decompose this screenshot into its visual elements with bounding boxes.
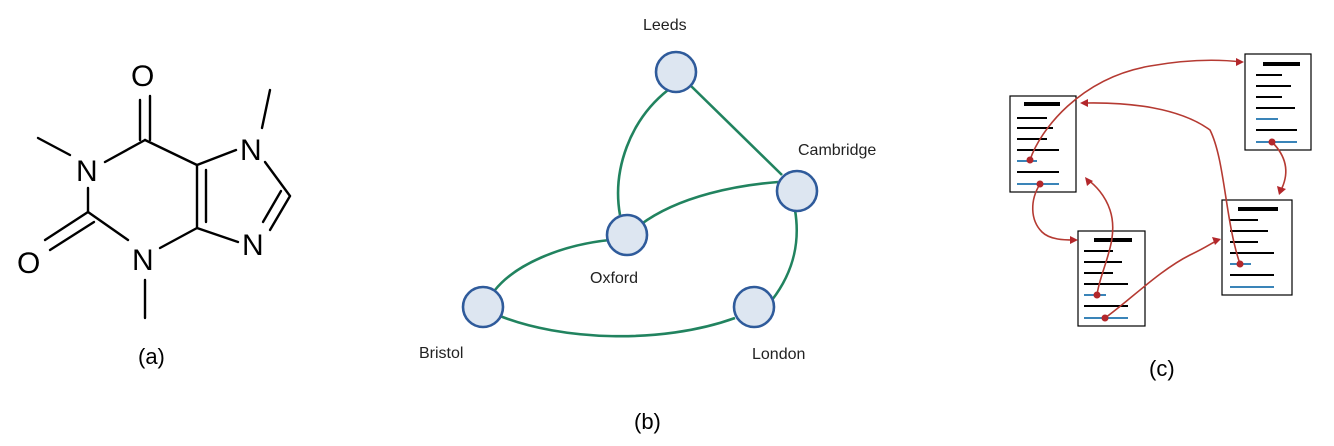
node-bristol bbox=[461, 285, 505, 329]
document-4-page bbox=[1221, 199, 1293, 296]
panel-a-molecule: O O N N N N (a) bbox=[17, 60, 292, 369]
hyperlinks bbox=[1026, 58, 1287, 322]
document-1 bbox=[1009, 95, 1077, 193]
node-cambridge bbox=[775, 169, 819, 213]
anchor-doc3-b bbox=[1101, 314, 1109, 322]
atom-oxygen-top: O bbox=[131, 60, 154, 93]
panel-b-caption: (b) bbox=[634, 409, 661, 434]
document-2-page bbox=[1244, 53, 1312, 151]
label-london: London bbox=[752, 346, 805, 363]
anchor-doc1-b bbox=[1036, 180, 1044, 188]
bond-c2-o-double bbox=[48, 220, 96, 252]
document-3-page bbox=[1077, 230, 1146, 327]
link-doc1-to-doc2 bbox=[1029, 59, 1243, 161]
panel-a-caption: (a) bbox=[138, 344, 165, 369]
edge-oxford-cambridge bbox=[639, 180, 779, 227]
document-4 bbox=[1221, 199, 1293, 296]
edge-oxford-bristol bbox=[493, 238, 611, 291]
label-bristol: Bristol bbox=[419, 345, 463, 362]
panel-b-graph: Leeds Cambridge Oxford Bristol London (b… bbox=[419, 17, 876, 434]
bond-c5-n7 bbox=[195, 148, 238, 167]
edge-bristol-london bbox=[499, 314, 736, 338]
link-doc3-to-doc1 bbox=[1087, 179, 1114, 296]
document-2 bbox=[1244, 53, 1312, 151]
link-doc3-to-doc4 bbox=[1104, 239, 1219, 319]
bond-n7-methyl bbox=[260, 88, 272, 130]
panel-c-caption: (c) bbox=[1149, 356, 1175, 381]
link-doc3-to-doc1-arrowhead bbox=[1085, 177, 1093, 186]
anchor-doc4 bbox=[1236, 260, 1244, 268]
bond-c6-c5 bbox=[143, 138, 199, 167]
label-oxford: Oxford bbox=[590, 270, 638, 287]
atom-nitrogen-9: N bbox=[242, 229, 264, 262]
node-leeds bbox=[654, 50, 698, 94]
bond-n1-methyl bbox=[36, 136, 72, 157]
link-doc2-to-doc4 bbox=[1271, 141, 1287, 189]
edge-leeds-cambridge bbox=[689, 84, 783, 176]
node-london bbox=[732, 285, 776, 329]
document-3 bbox=[1077, 230, 1146, 327]
link-doc1-to-doc3 bbox=[1031, 183, 1075, 241]
link-doc4-to-doc1-arrowhead bbox=[1080, 99, 1088, 107]
atom-nitrogen-7: N bbox=[240, 134, 262, 167]
anchor-doc1-a bbox=[1026, 156, 1034, 164]
anchor-doc2 bbox=[1268, 138, 1276, 146]
link-doc2-to-doc4-arrowhead bbox=[1277, 186, 1286, 195]
edge-london-cambridge bbox=[770, 209, 799, 301]
bond-c2-n3 bbox=[86, 210, 130, 242]
atom-oxygen-left: O bbox=[17, 247, 40, 280]
panel-c-documents: (c) bbox=[1009, 53, 1312, 381]
bond-c2-o bbox=[43, 210, 90, 242]
edge-leeds-oxford bbox=[616, 88, 669, 216]
bond-c8-n9-double bbox=[261, 189, 283, 224]
bond-c4-n9 bbox=[195, 226, 240, 244]
anchor-doc3-a bbox=[1093, 291, 1101, 299]
label-leeds: Leeds bbox=[643, 17, 687, 34]
atom-nitrogen-1: N bbox=[76, 155, 98, 188]
atom-nitrogen-3: N bbox=[132, 244, 154, 277]
link-doc1-to-doc2-arrowhead bbox=[1236, 58, 1244, 66]
bond-n7-c8 bbox=[263, 160, 292, 198]
label-cambridge: Cambridge bbox=[798, 142, 876, 159]
link-doc4-to-doc1 bbox=[1083, 102, 1241, 265]
link-doc3-to-doc4-arrowhead bbox=[1212, 237, 1221, 245]
bond-c8-n9 bbox=[268, 194, 292, 232]
document-1-page bbox=[1009, 95, 1077, 193]
bond-n3-c4 bbox=[158, 226, 199, 250]
link-doc1-to-doc3-arrowhead bbox=[1070, 236, 1078, 244]
node-oxford bbox=[605, 213, 649, 257]
bond-c6-n1 bbox=[103, 138, 147, 164]
